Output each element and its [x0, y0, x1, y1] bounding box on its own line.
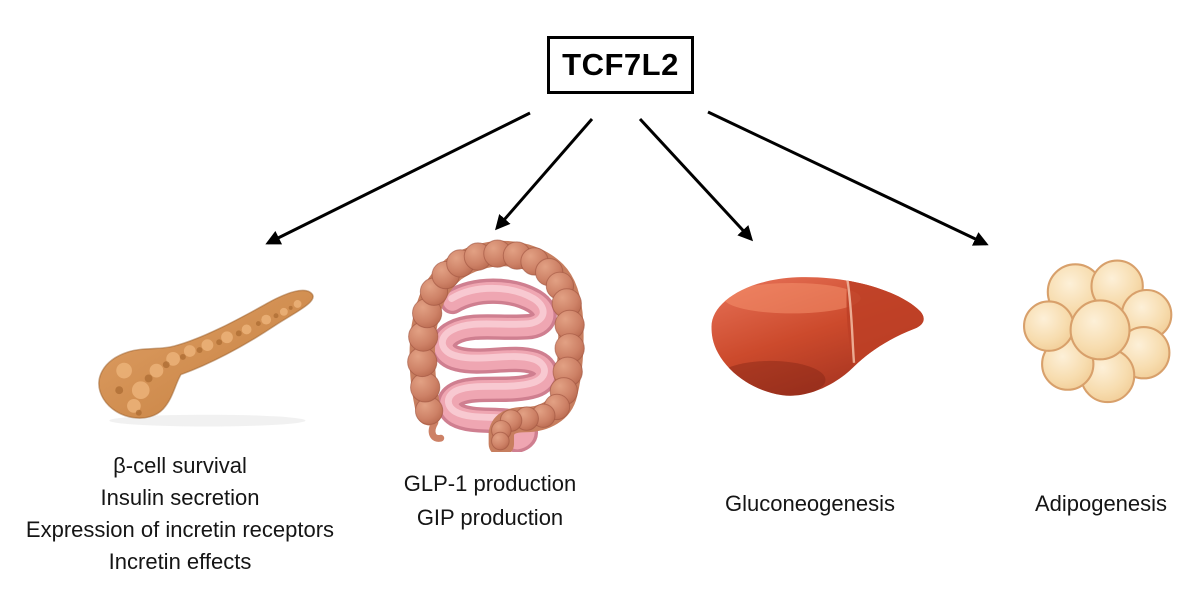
- pancreas-shadow: [109, 414, 306, 427]
- effect-line: GIP production: [416, 505, 564, 530]
- effect-line: β-cell survival: [113, 453, 247, 478]
- arrow-to-intestine: [495, 118, 594, 231]
- adipose-tissue-icon: [1023, 259, 1173, 404]
- adipose-illustration: [1018, 252, 1184, 404]
- liver-illustration: [698, 264, 934, 416]
- appendix: [428, 419, 445, 442]
- pancreas-effects-list: β-cell survival Insulin secretion Expres…: [0, 450, 360, 578]
- intestine-illustration: [392, 230, 597, 452]
- intestine-effects-list: GLP-1 production GIP production: [375, 467, 605, 535]
- intestine-icon: [407, 239, 585, 452]
- pancreas-texture: [115, 300, 302, 416]
- effect-line: Incretin effects: [108, 549, 252, 574]
- adipocyte-cluster: [1023, 259, 1173, 404]
- effect-line: Adipogenesis: [1034, 491, 1168, 516]
- effect-line: Gluconeogenesis: [724, 491, 895, 516]
- large-intestine: [407, 239, 585, 452]
- gene-label: TCF7L2: [562, 47, 679, 82]
- pancreas-icon: [98, 289, 314, 427]
- pancreas-illustration: [80, 272, 325, 430]
- arrow-to-adipose: [707, 110, 989, 246]
- arrow-to-liver: [638, 117, 754, 242]
- effect-line: Expression of incretin receptors: [25, 517, 335, 542]
- liver-icon: [711, 277, 924, 396]
- effect-line: GLP-1 production: [403, 471, 577, 496]
- small-intestine-coils: [430, 278, 558, 452]
- effect-line: Insulin secretion: [100, 485, 260, 510]
- liver-effects-list: Gluconeogenesis: [700, 488, 920, 520]
- arrow-to-pancreas: [265, 111, 531, 245]
- adipose-effects-list: Adipogenesis: [991, 488, 1200, 520]
- gene-label-box: TCF7L2: [547, 36, 694, 94]
